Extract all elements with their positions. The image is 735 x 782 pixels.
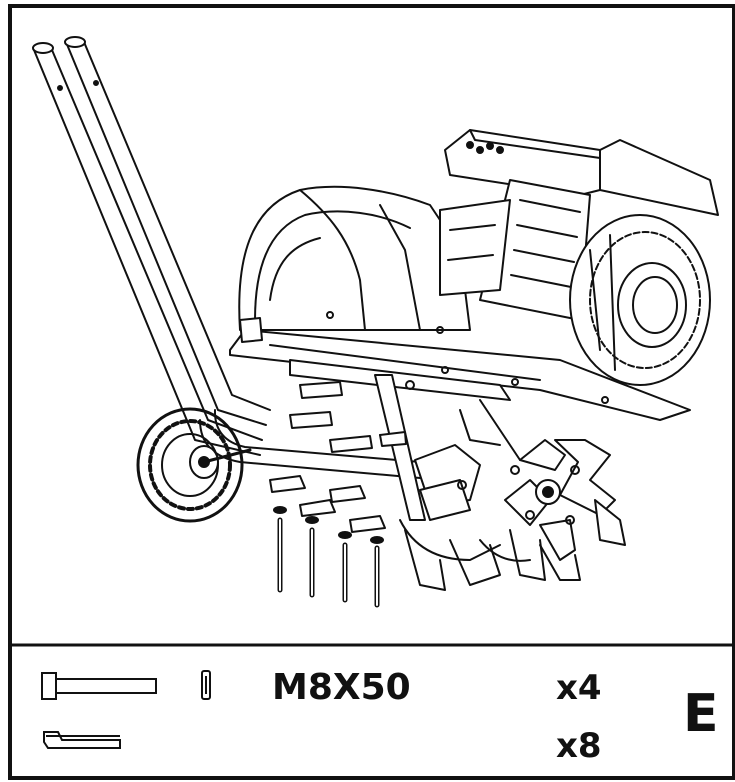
bolt-group	[273, 506, 384, 608]
engine	[439, 129, 719, 321]
bracket-icon	[43, 731, 121, 749]
tiller-illustration	[32, 36, 719, 608]
bolt-spec-label: M8X50	[272, 667, 411, 708]
recoil-starter	[569, 214, 711, 386]
tine-assembly	[399, 399, 626, 591]
drive-shaft	[374, 374, 426, 521]
mounting-plate	[229, 317, 691, 421]
bolt-icon	[41, 672, 157, 700]
tine-shield	[238, 185, 471, 334]
handlebars	[32, 36, 421, 479]
front-wheel	[136, 407, 252, 523]
bracket-group	[269, 381, 407, 533]
washer-icon	[201, 670, 211, 700]
outer-frame	[8, 4, 735, 780]
bracket-quantity: x8	[556, 726, 602, 766]
bolt-quantity: x4	[556, 668, 602, 708]
step-letter: E	[683, 684, 719, 744]
